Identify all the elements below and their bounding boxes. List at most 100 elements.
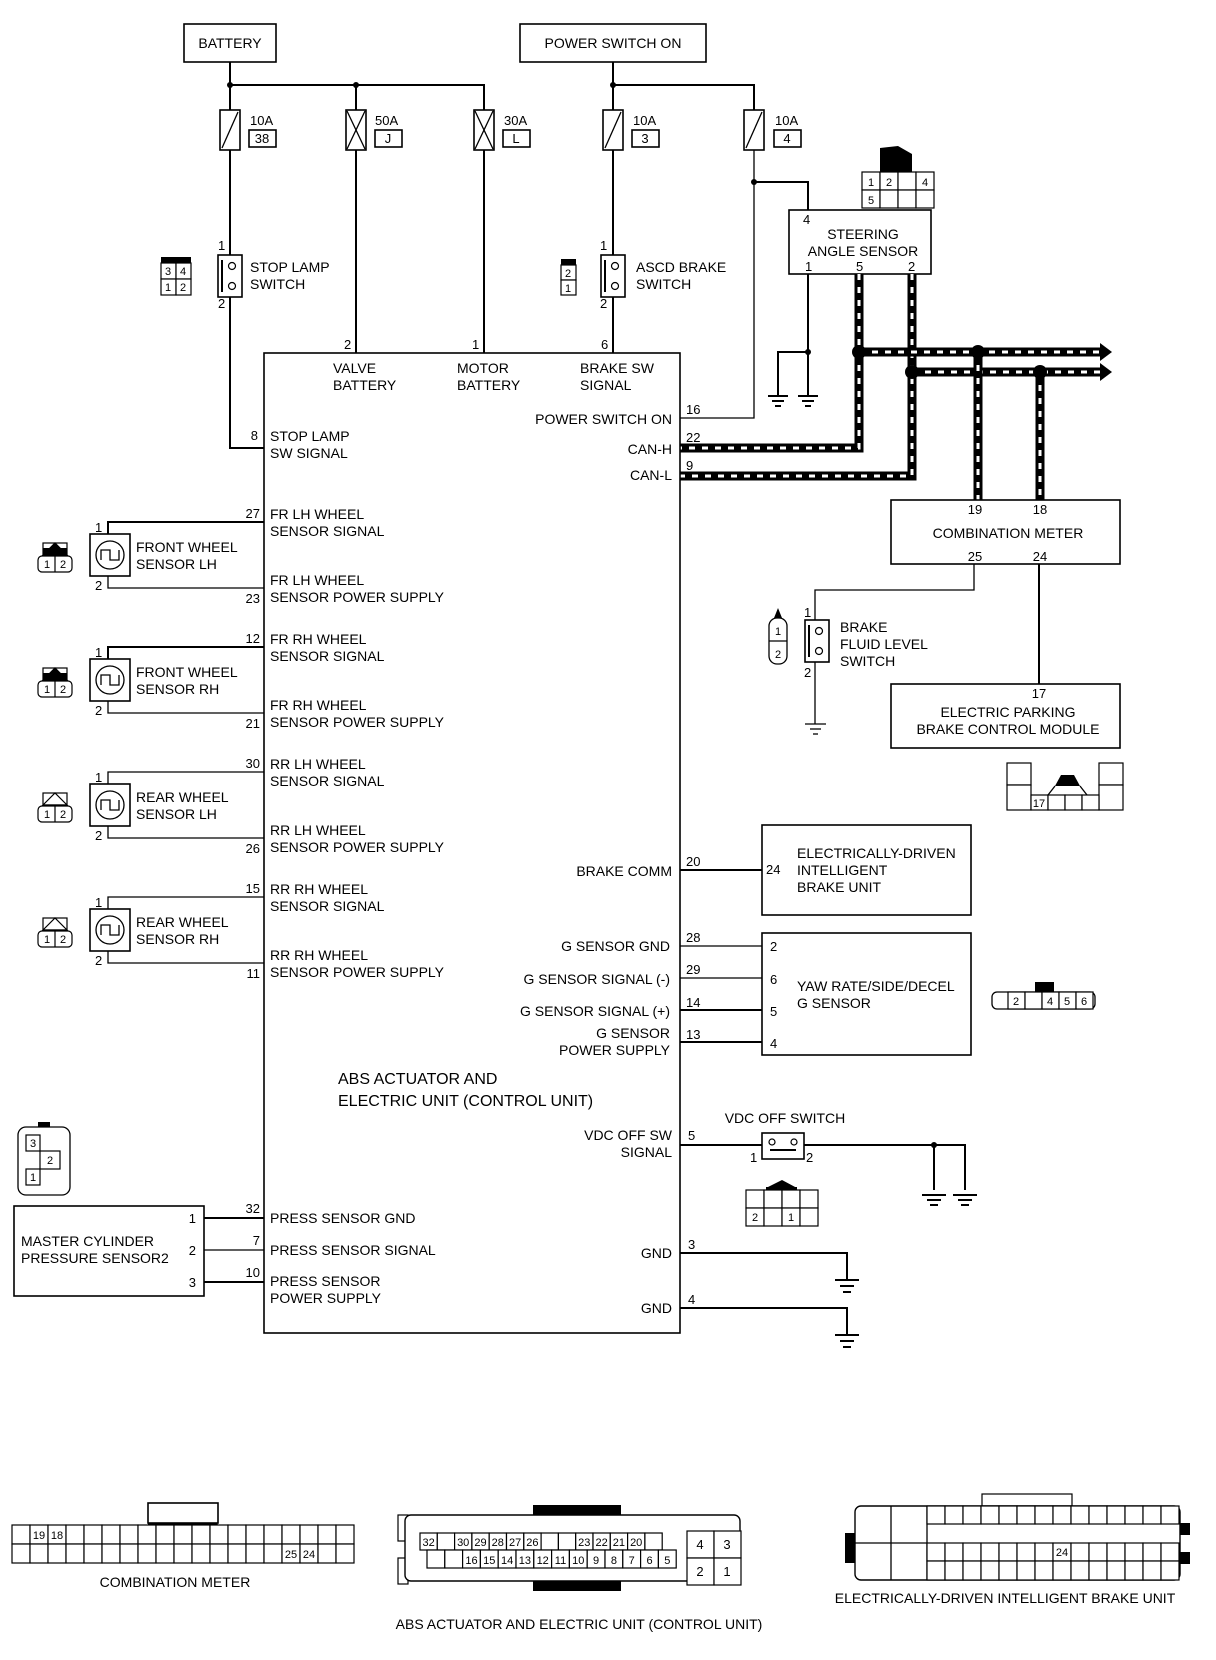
svg-text:VDC OFF SW: VDC OFF SW <box>584 1127 673 1143</box>
svg-text:19: 19 <box>968 502 982 517</box>
svg-text:4: 4 <box>688 1292 695 1307</box>
svg-text:BATTERY: BATTERY <box>457 377 521 393</box>
svg-text:ELECTRICALLY-DRIVEN: ELECTRICALLY-DRIVEN <box>797 845 956 861</box>
svg-text:L: L <box>512 131 519 146</box>
svg-text:FR RH WHEEL: FR RH WHEEL <box>270 697 367 713</box>
svg-text:2: 2 <box>95 953 102 968</box>
svg-text:1: 1 <box>95 645 102 660</box>
svg-text:1: 1 <box>218 238 225 253</box>
connector-cell <box>29 1543 49 1564</box>
g-sensor-pins: 28 G SENSOR GND 29 G SENSOR SIGNAL (-) 1… <box>520 930 700 1058</box>
connector-cell <box>436 1532 456 1551</box>
connector-cell <box>1142 1542 1162 1562</box>
connector-cell <box>926 1560 946 1581</box>
connector-cell <box>944 1542 964 1562</box>
connector-cell <box>962 1505 982 1525</box>
svg-text:FR LH WHEEL: FR LH WHEEL <box>270 572 364 588</box>
connector-cell <box>1070 1560 1090 1581</box>
battery-label: BATTERY <box>198 35 262 51</box>
svg-text:2: 2 <box>344 337 351 352</box>
svg-text:SENSOR SIGNAL: SENSOR SIGNAL <box>270 648 385 664</box>
junction-dot <box>805 349 811 355</box>
ground-symbol <box>953 1194 977 1206</box>
svg-text:POWER SUPPLY: POWER SUPPLY <box>270 1290 382 1306</box>
connector-cell <box>155 1543 175 1564</box>
connector-cell <box>245 1543 265 1564</box>
connector-cell <box>155 1524 175 1545</box>
svg-text:3: 3 <box>641 131 648 146</box>
svg-text:SIGNAL: SIGNAL <box>580 377 632 393</box>
connector-cell <box>1034 1505 1054 1525</box>
connector-pin-label: 15 <box>483 1555 495 1567</box>
connector-cell <box>209 1524 229 1545</box>
connector-cell <box>209 1543 229 1564</box>
sensor-signal-wire <box>107 646 264 659</box>
wheel-sensor-connector <box>37 917 73 948</box>
svg-text:23: 23 <box>246 591 260 606</box>
svg-text:30A: 30A <box>504 113 527 128</box>
svg-text:20: 20 <box>686 854 700 869</box>
ground-symbol <box>768 395 788 407</box>
brake-unit-connector-view: ELECTRICALLY-DRIVEN INTELLIGENT BRAKE UN… <box>835 1493 1190 1606</box>
svg-text:4: 4 <box>180 266 186 278</box>
svg-text:BRAKE SW: BRAKE SW <box>580 360 655 376</box>
svg-text:3: 3 <box>165 266 171 278</box>
connector-cell <box>173 1524 193 1545</box>
connector-cell <box>944 1505 964 1525</box>
svg-text:5: 5 <box>1064 996 1070 1008</box>
fluid-level-wire <box>814 564 975 620</box>
connector-cell <box>83 1524 103 1545</box>
can-l-arrow-icon <box>1100 363 1112 381</box>
connector-cell <box>426 1549 446 1569</box>
connector-pin-label: 9 <box>593 1555 599 1567</box>
can-h-arrow-icon <box>1100 343 1112 361</box>
connector-cell <box>281 1524 301 1545</box>
svg-text:14: 14 <box>686 995 700 1010</box>
svg-text:2: 2 <box>804 665 811 680</box>
connector-cell <box>944 1560 964 1581</box>
svg-text:25: 25 <box>968 549 982 564</box>
connector-pin-label: 16 <box>465 1555 477 1567</box>
fuse-10a-38: 10A 38 <box>219 109 277 151</box>
connector-cell <box>173 1543 193 1564</box>
connector-cell <box>980 1542 1000 1562</box>
svg-text:G SENSOR: G SENSOR <box>596 1025 670 1041</box>
svg-text:SENSOR RH: SENSOR RH <box>136 681 219 697</box>
svg-text:4: 4 <box>922 177 928 189</box>
svg-text:G SENSOR SIGNAL (-): G SENSOR SIGNAL (-) <box>523 971 670 987</box>
square-wave-icon <box>100 799 120 811</box>
junction-dot <box>931 1142 937 1148</box>
connector-cell <box>1016 1542 1036 1562</box>
svg-text:1: 1 <box>30 1172 36 1184</box>
connector-pin-label: 12 <box>537 1555 549 1567</box>
svg-text:PRESS SENSOR: PRESS SENSOR <box>270 1273 380 1289</box>
svg-text:3: 3 <box>189 1275 196 1290</box>
power-switch-on-source: POWER SWITCH ON <box>519 23 707 63</box>
svg-text:32: 32 <box>246 1201 260 1216</box>
connector-pin-label: 18 <box>51 1530 63 1542</box>
fuse-30a-l: 30A L <box>473 109 531 151</box>
connector-cell <box>998 1560 1018 1581</box>
svg-text:1: 1 <box>189 1211 196 1226</box>
svg-text:ASCD BRAKE: ASCD BRAKE <box>636 259 726 275</box>
svg-text:STOP LAMP: STOP LAMP <box>250 259 330 275</box>
connector-cell <box>317 1543 337 1564</box>
svg-text:COMBINATION METER: COMBINATION METER <box>100 1574 251 1590</box>
ground-symbol <box>835 1334 859 1348</box>
svg-text:4: 4 <box>770 1036 777 1051</box>
svg-text:INTELLIGENT: INTELLIGENT <box>797 862 888 878</box>
svg-text:BRAKE CONTROL MODULE: BRAKE CONTROL MODULE <box>916 721 1099 737</box>
connector-cell <box>101 1543 121 1564</box>
svg-text:10A: 10A <box>633 113 656 128</box>
svg-text:2: 2 <box>218 296 225 311</box>
svg-text:3: 3 <box>688 1237 695 1252</box>
svg-text:POWER SWITCH ON: POWER SWITCH ON <box>535 411 672 427</box>
connector-cell <box>444 1549 464 1569</box>
connector-cell <box>263 1524 283 1545</box>
svg-text:STOP LAMP: STOP LAMP <box>270 428 350 444</box>
svg-text:12: 12 <box>246 631 260 646</box>
vdc-off-wire <box>680 1144 966 1190</box>
yaw-rate-g-sensor: 2 6 5 4 YAW RATE/SIDE/DECEL G SENSOR <box>761 932 972 1056</box>
